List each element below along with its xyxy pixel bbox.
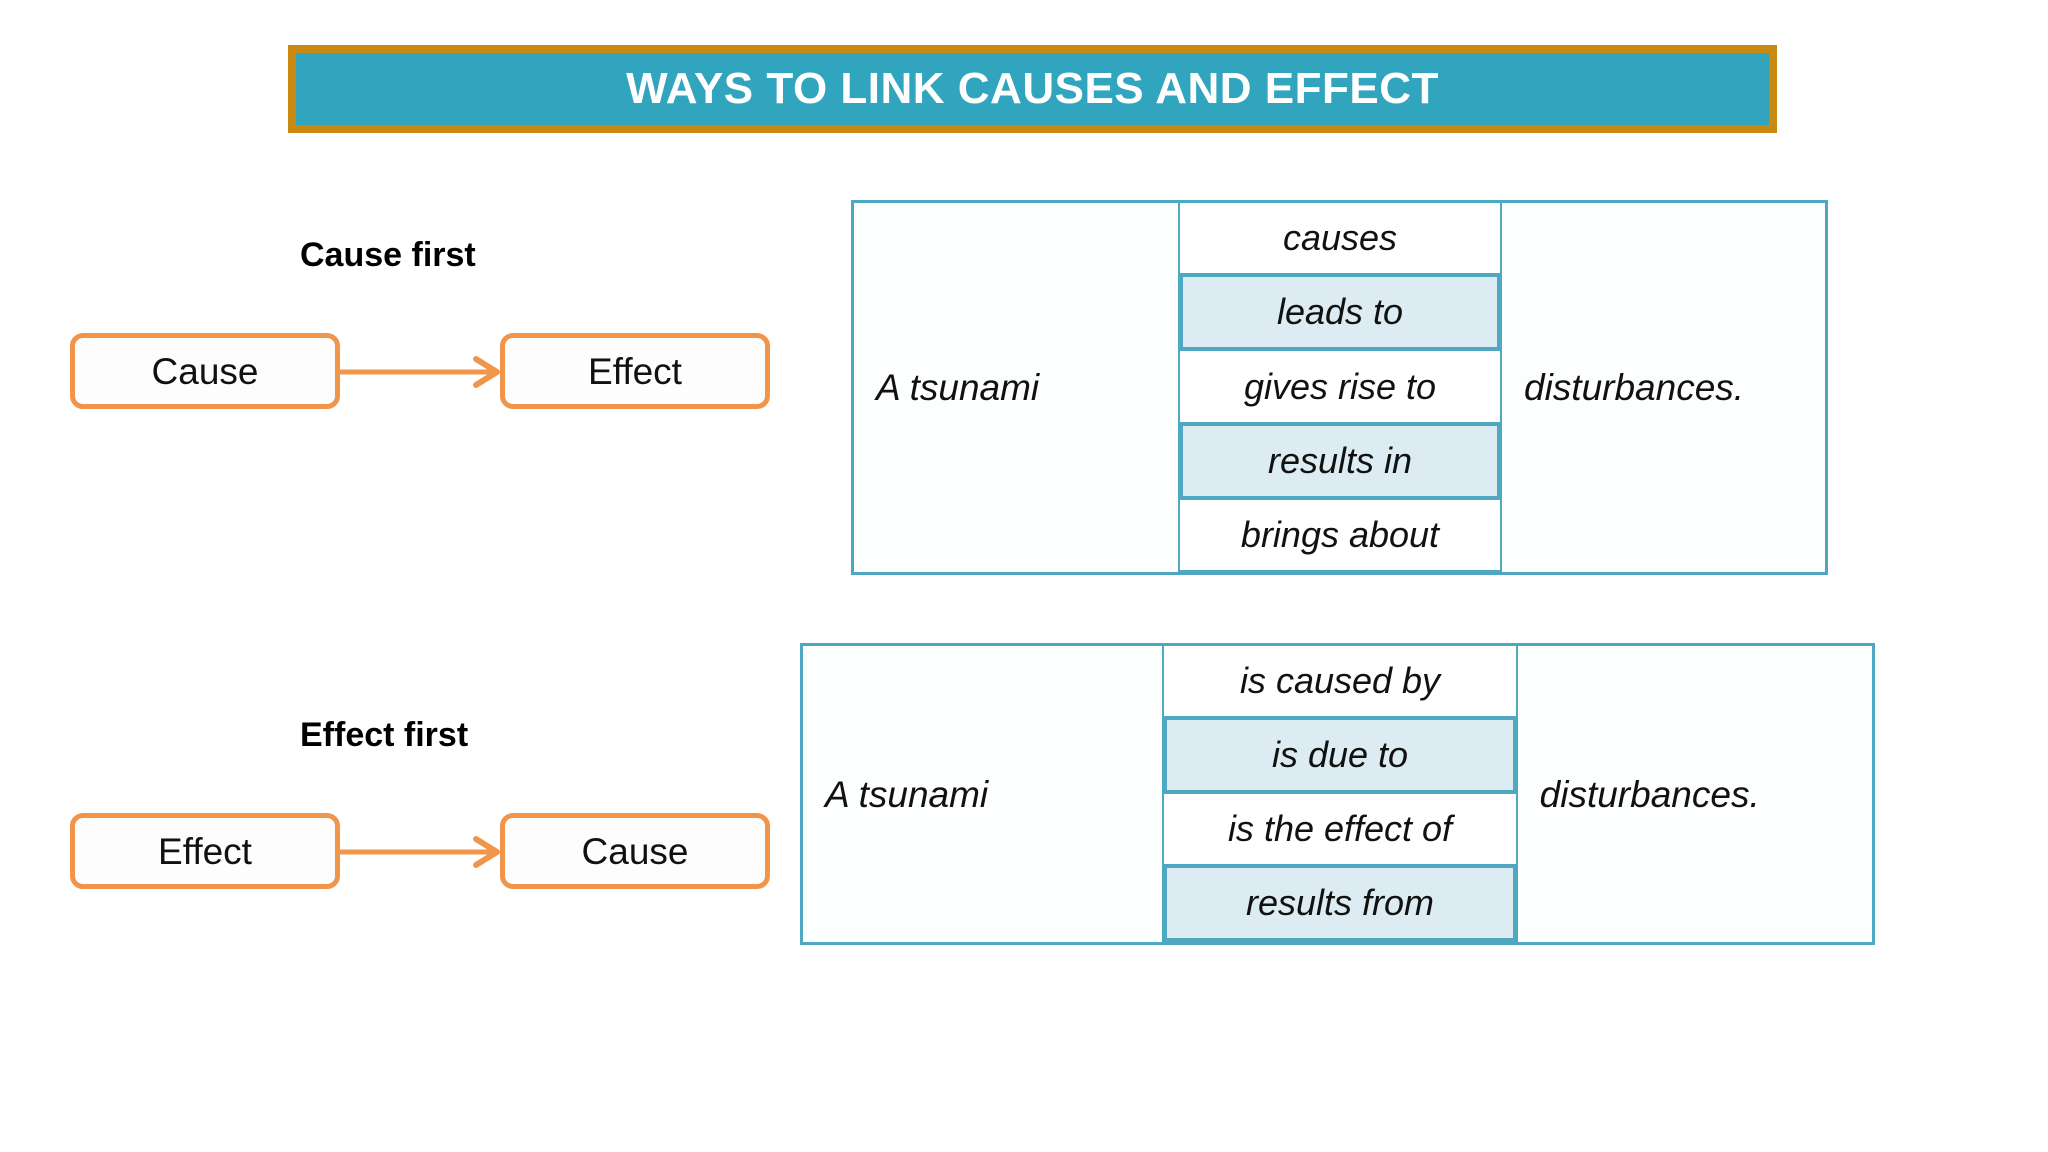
table-cell-subject: A tsunami: [854, 203, 1178, 572]
flow-box-effect-2-label: Effect: [158, 830, 252, 872]
linker-table-cause-first: A tsunami causes leads to gives rise to …: [851, 200, 1828, 575]
linker-row[interactable]: is the effect of: [1164, 792, 1516, 866]
page-title: Ways to link causes and effect: [626, 64, 1439, 113]
flow-box-cause-2: Cause: [500, 813, 770, 889]
subject-text: A tsunami: [876, 367, 1040, 408]
table-cell-object: disturbances.: [1502, 203, 1825, 572]
linker-row[interactable]: gives rise to: [1180, 349, 1500, 424]
subject-text: A tsunami: [825, 773, 989, 815]
linker-row[interactable]: is caused by: [1164, 646, 1516, 718]
linker-text: leads to: [1276, 291, 1404, 333]
linker-row[interactable]: leads to: [1180, 273, 1500, 352]
linker-row[interactable]: brings about: [1180, 497, 1500, 573]
table-cell-subject: A tsunami: [803, 646, 1162, 942]
object-text: disturbances.: [1524, 367, 1745, 408]
table-cell-object: disturbances.: [1518, 646, 1872, 942]
linker-text: results from: [1245, 882, 1435, 923]
flow-box-cause-2-label: Cause: [581, 830, 689, 872]
linker-column: is caused by is due to is the effect of …: [1162, 646, 1518, 942]
flow-box-effect-2: Effect: [70, 813, 340, 889]
linker-row[interactable]: causes: [1180, 203, 1500, 276]
flow-box-cause-label: Cause: [151, 350, 259, 392]
section-heading-cause-first: Cause first: [300, 236, 476, 274]
flow-box-cause: Cause: [70, 333, 340, 409]
flow-box-effect-label: Effect: [588, 350, 682, 392]
linker-table-effect-first: A tsunami is caused by is due to is the …: [800, 643, 1875, 945]
right-arrow-icon: [336, 836, 500, 868]
linker-text: results in: [1267, 439, 1413, 481]
linker-row[interactable]: results from: [1164, 864, 1516, 942]
linker-text: is the effect of: [1227, 808, 1453, 849]
linker-text: is caused by: [1239, 660, 1441, 701]
linker-text: is due to: [1271, 734, 1409, 775]
linker-text: brings about: [1240, 513, 1440, 555]
linker-column: causes leads to gives rise to results in…: [1178, 203, 1502, 573]
right-arrow-icon: [336, 356, 500, 388]
page-title-banner: Ways to link causes and effect: [288, 45, 1777, 133]
linker-text: gives rise to: [1243, 365, 1437, 407]
linker-row[interactable]: results in: [1180, 421, 1500, 500]
section-heading-effect-first: Effect first: [300, 716, 469, 754]
object-text: disturbances.: [1539, 773, 1760, 815]
linker-text: causes: [1282, 217, 1398, 259]
flow-box-effect: Effect: [500, 333, 770, 409]
linker-row[interactable]: is due to: [1164, 716, 1516, 794]
